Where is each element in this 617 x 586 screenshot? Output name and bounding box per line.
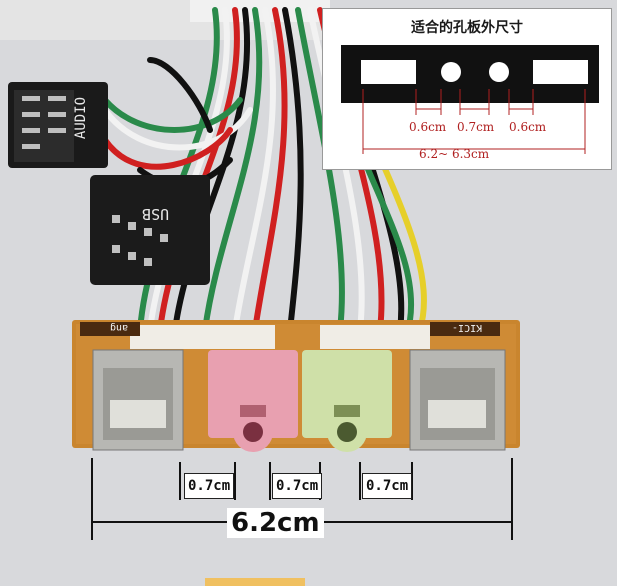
measure-middle-label: 0.7cm (272, 473, 323, 499)
wire-bundle (102, 7, 427, 333)
diagram-title: 适合的孔板外尺寸 (411, 20, 523, 36)
audio-jack-green (302, 350, 392, 452)
measure-right-label: 0.7cm (362, 473, 413, 499)
total-width-label: 6.2cm (227, 508, 324, 538)
usb-port-left (92, 349, 184, 451)
total-width-range: 6.2~ 6.3cm (419, 147, 490, 161)
gap-left-label: 0.6cm (409, 120, 447, 134)
audio-header-connector (8, 82, 108, 168)
usb-port-right (409, 349, 506, 451)
measure-left-label: 0.7cm (184, 473, 235, 499)
hole-size-diagram: 适合的孔板外尺寸 0.6cm 0.7cm 0.6cm 6.2~ 6.3cm (322, 8, 612, 170)
audio-connector-label: AUDIO (73, 96, 90, 140)
hole-plate-drawing (341, 45, 599, 154)
gap-middle-label: 0.7cm (457, 120, 495, 134)
usb-header-connector (90, 175, 210, 285)
gap-right-label: 0.6cm (509, 120, 547, 134)
usb-connector-label: USB (142, 205, 170, 223)
board-silkscreen-left: ang (110, 322, 129, 333)
board-silkscreen-right: KICI- (452, 322, 483, 333)
audio-jack-pink (208, 350, 298, 452)
